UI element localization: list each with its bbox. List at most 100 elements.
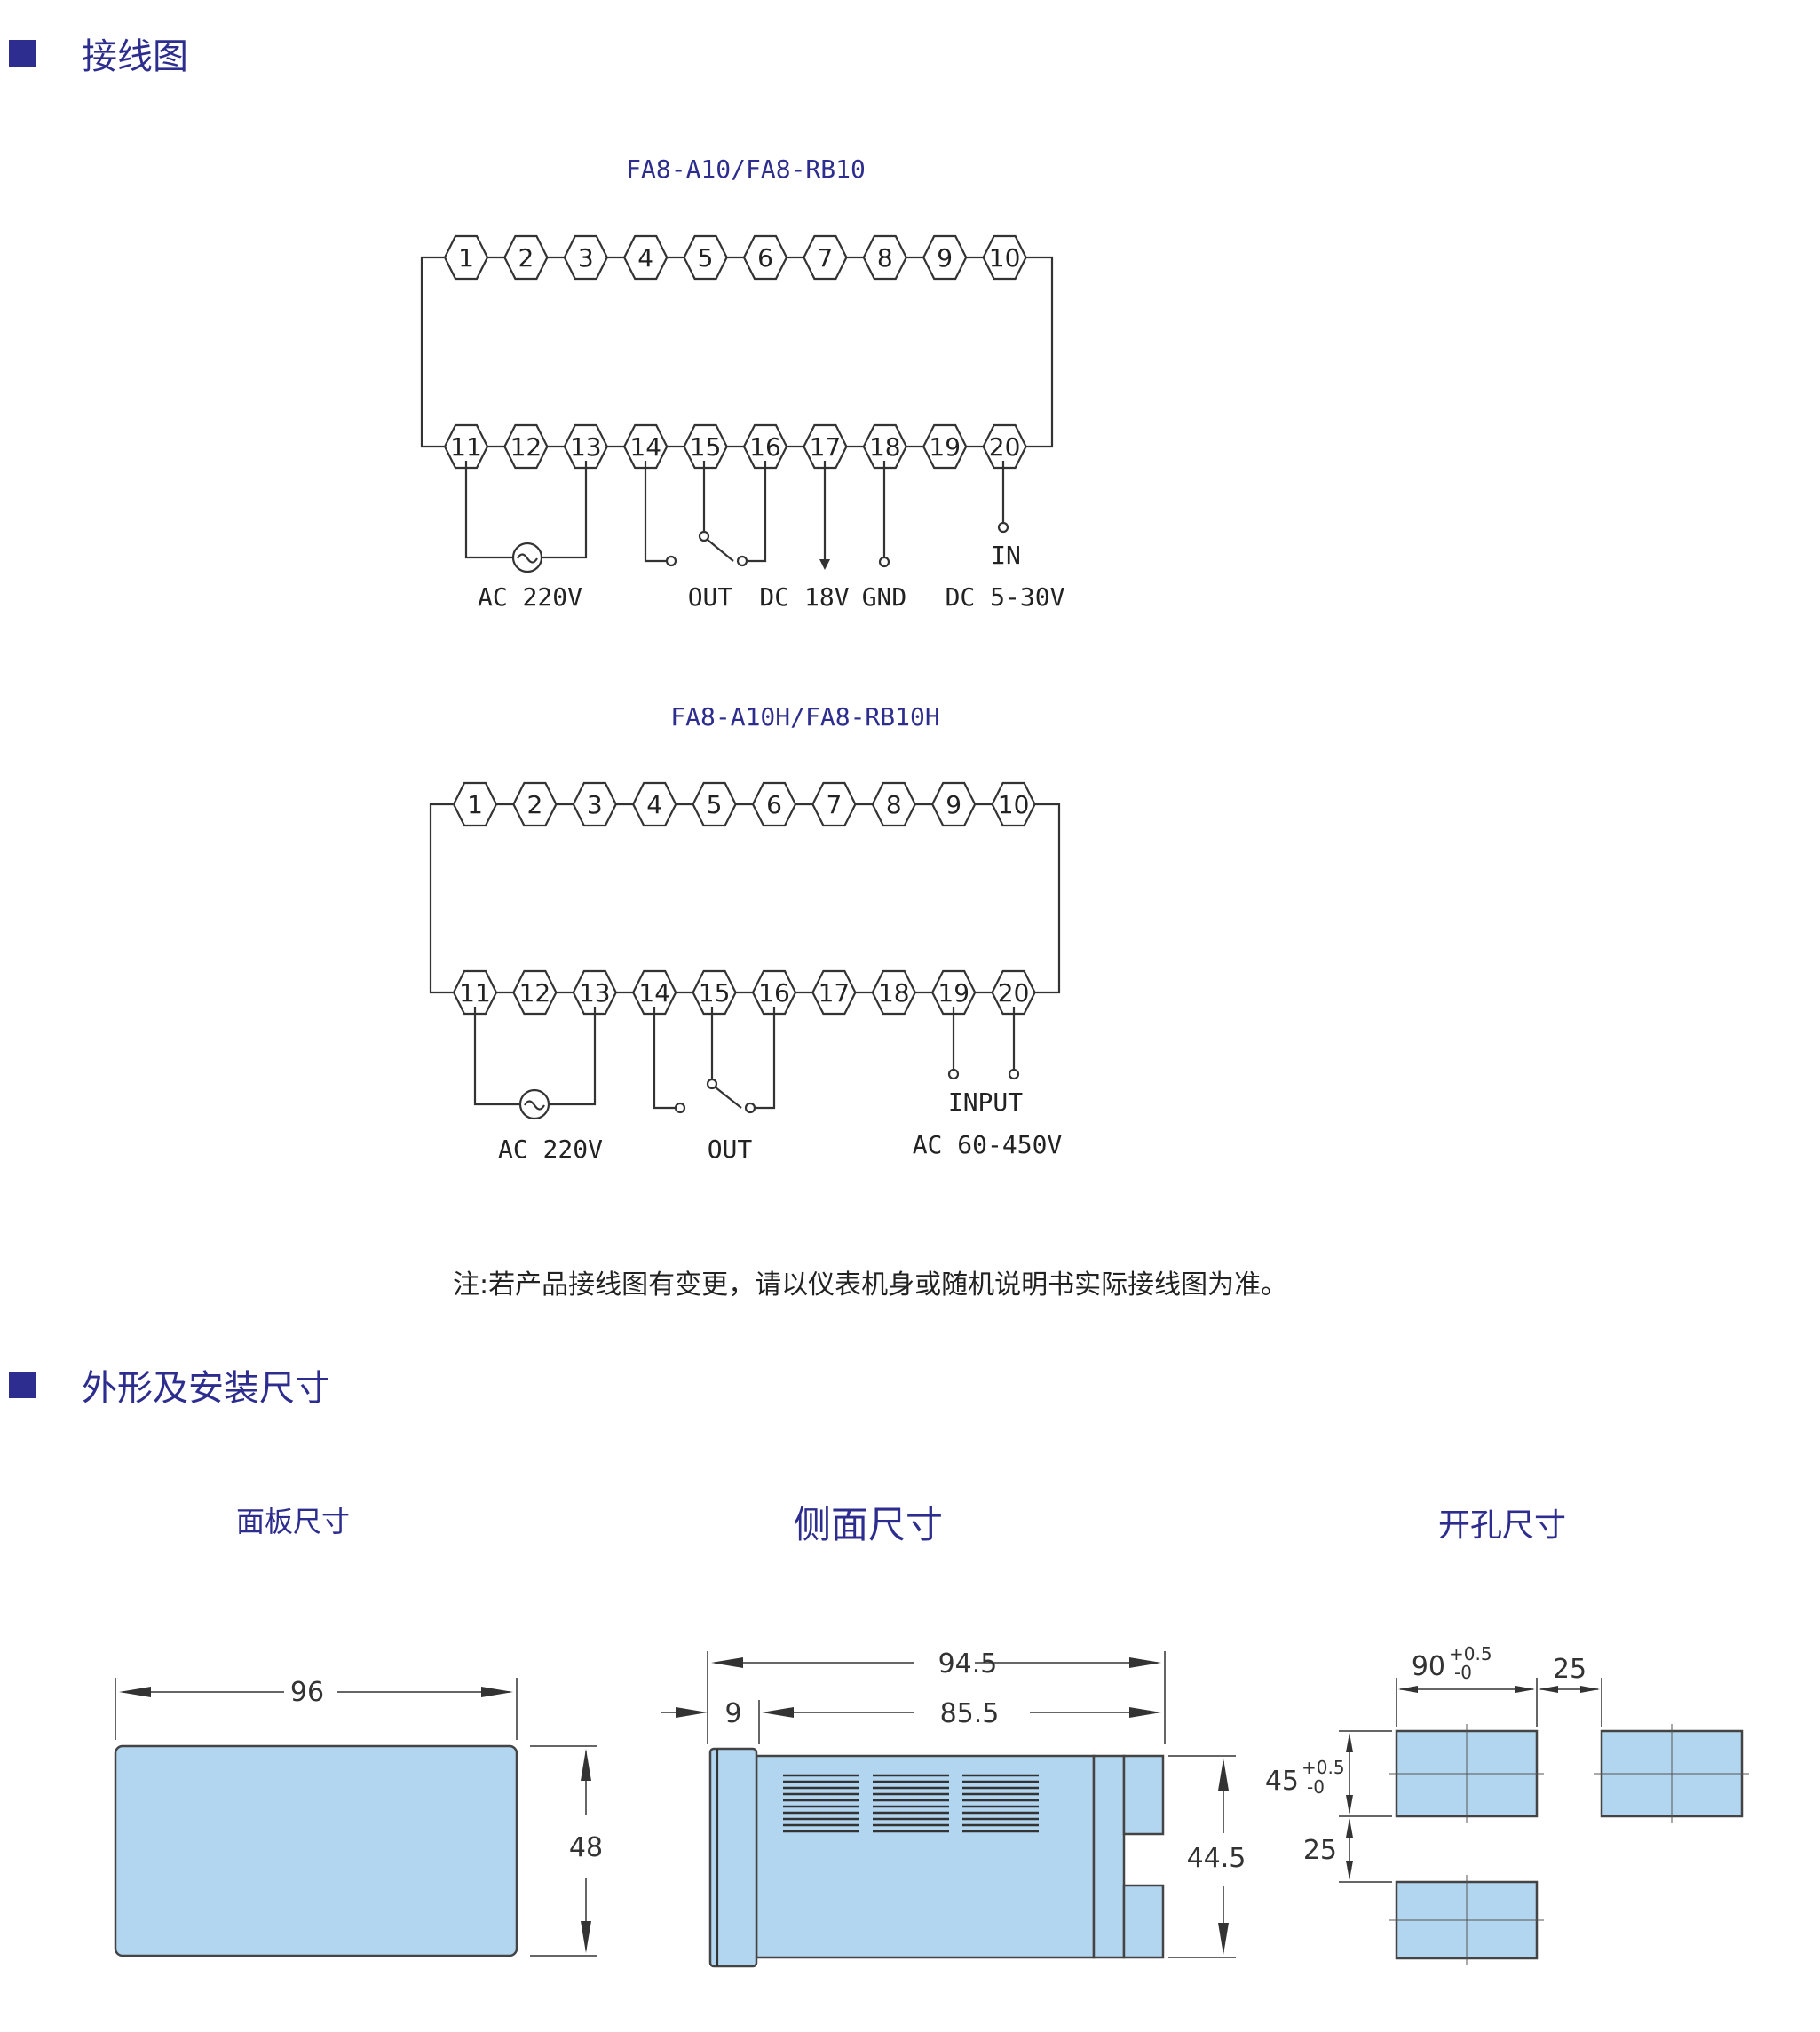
panel-front-view xyxy=(114,1678,597,1957)
terminal-label: 19 xyxy=(929,432,961,462)
side-depth: 85.5 xyxy=(940,1698,1000,1729)
terminal-5 xyxy=(683,234,728,281)
terminal-6 xyxy=(751,781,797,827)
terminal-label: 16 xyxy=(749,432,781,462)
terminal-dot xyxy=(665,555,677,567)
terminal-label: 15 xyxy=(690,432,722,462)
terminal-15 xyxy=(683,423,728,470)
terminal-label: 13 xyxy=(570,432,602,462)
label-out: OUT xyxy=(688,582,733,612)
terminal-label: 14 xyxy=(638,978,670,1008)
terminal-17 xyxy=(811,969,857,1016)
terminal-18 xyxy=(871,969,917,1016)
terminal-10 xyxy=(982,234,1027,281)
label-ac-60-450v: AC 60-450V xyxy=(913,1130,1063,1159)
terminal-label: 2 xyxy=(518,243,534,273)
side-housing xyxy=(755,1754,1096,1959)
terminal-label: 20 xyxy=(989,432,1021,462)
terminal-11 xyxy=(452,969,498,1016)
terminal-label: 7 xyxy=(826,790,842,819)
terminal-3 xyxy=(563,234,609,281)
terminal-4 xyxy=(622,234,669,281)
cutout-width: 90 xyxy=(1412,1651,1445,1682)
terminal-label: 12 xyxy=(510,432,542,462)
terminal-6 xyxy=(742,234,788,281)
terminal-label: 11 xyxy=(459,978,491,1008)
label-ac-220v-2: AC 220V xyxy=(498,1135,603,1164)
cutout-gap-horizontal: 25 xyxy=(1553,1654,1587,1685)
terminal-dot xyxy=(947,1068,960,1080)
terminal-9 xyxy=(930,781,977,827)
terminal-label: 19 xyxy=(938,978,969,1008)
cutout-width-tol-plus: +0.5 xyxy=(1449,1643,1492,1664)
side-total-length: 94.5 xyxy=(938,1649,998,1680)
terminal-label: 16 xyxy=(758,978,790,1008)
terminal-8 xyxy=(871,781,917,827)
terminal-label: 13 xyxy=(579,978,611,1008)
terminal-label: 6 xyxy=(766,790,782,819)
side-front-depth: 9 xyxy=(724,1698,741,1729)
terminal-15 xyxy=(692,969,737,1016)
label-input: INPUT xyxy=(948,1087,1023,1117)
terminal-7 xyxy=(803,234,848,281)
label-gnd: GND xyxy=(862,582,907,612)
side-view xyxy=(661,1651,1236,1968)
cutout-height-tol-plus: +0.5 xyxy=(1302,1757,1345,1778)
relay-pivot-dot xyxy=(706,1078,718,1090)
cutout-dimensions-title: 开孔尺寸 xyxy=(1438,1507,1566,1544)
terminal-13 xyxy=(563,423,609,470)
panel-height-label: 48 xyxy=(569,1832,603,1863)
terminal-10 xyxy=(991,781,1036,827)
label-out-2: OUT xyxy=(708,1135,753,1164)
side-front-bezel xyxy=(708,1747,758,1968)
terminal-dot xyxy=(1008,1068,1020,1080)
terminal-label: 3 xyxy=(578,243,594,273)
section-bullet-wiring xyxy=(9,40,36,67)
terminal-17 xyxy=(803,423,848,470)
terminal-dot xyxy=(674,1102,686,1114)
terminal-20 xyxy=(982,423,1027,470)
terminal-9 xyxy=(922,234,968,281)
terminal-label: 18 xyxy=(878,978,910,1008)
label-dc-18v: DC 18V xyxy=(759,582,849,612)
terminal-19 xyxy=(930,969,977,1016)
terminal-12 xyxy=(503,423,549,470)
terminal-label: 3 xyxy=(587,790,603,819)
terminal-12 xyxy=(512,969,558,1016)
terminal-label: 4 xyxy=(637,243,653,273)
terminal-label: 20 xyxy=(998,978,1030,1008)
panel-width-label: 96 xyxy=(290,1677,324,1708)
terminal-label: 1 xyxy=(458,243,474,273)
panel-dimensions-title: 面板尺寸 xyxy=(236,1505,350,1538)
cutout-height: 45 xyxy=(1265,1766,1299,1797)
terminal-16 xyxy=(742,423,788,470)
terminal-dot xyxy=(736,555,748,567)
terminal-label: 2 xyxy=(526,790,542,819)
terminal-14 xyxy=(622,423,669,470)
terminal-label: 5 xyxy=(698,243,714,273)
terminal-label: 7 xyxy=(817,243,833,273)
diagram1-model: FA8-A10/FA8-RB10 xyxy=(626,154,866,184)
wiring-note: 注:若产品接线图有变更，请以仪表机身或随机说明书实际接线图为准。 xyxy=(453,1269,1287,1301)
label-dc-5-30v: DC 5-30V xyxy=(946,582,1065,612)
cutout-height-tol-minus: -0 xyxy=(1307,1776,1325,1798)
relay-pivot-dot xyxy=(698,530,710,542)
section-bullet-dimensions xyxy=(9,1372,36,1398)
terminal-label: 10 xyxy=(998,790,1030,819)
terminal-label: 9 xyxy=(946,790,961,819)
side-dimensions-title: 侧面尺寸 xyxy=(794,1503,943,1546)
section-title-wiring: 接线图 xyxy=(82,36,188,77)
diagram2-model: FA8-A10H/FA8-RB10H xyxy=(670,702,939,731)
terminal-label: 15 xyxy=(699,978,731,1008)
terminal-dot xyxy=(997,521,1009,534)
terminal-5 xyxy=(692,781,737,827)
terminal-label: 6 xyxy=(757,243,773,273)
terminal-label: 10 xyxy=(989,243,1021,273)
terminal-label: 5 xyxy=(707,790,723,819)
terminal-label: 14 xyxy=(629,432,661,462)
terminal-2 xyxy=(503,234,549,281)
terminal-1 xyxy=(443,234,489,281)
terminal-18 xyxy=(862,423,908,470)
